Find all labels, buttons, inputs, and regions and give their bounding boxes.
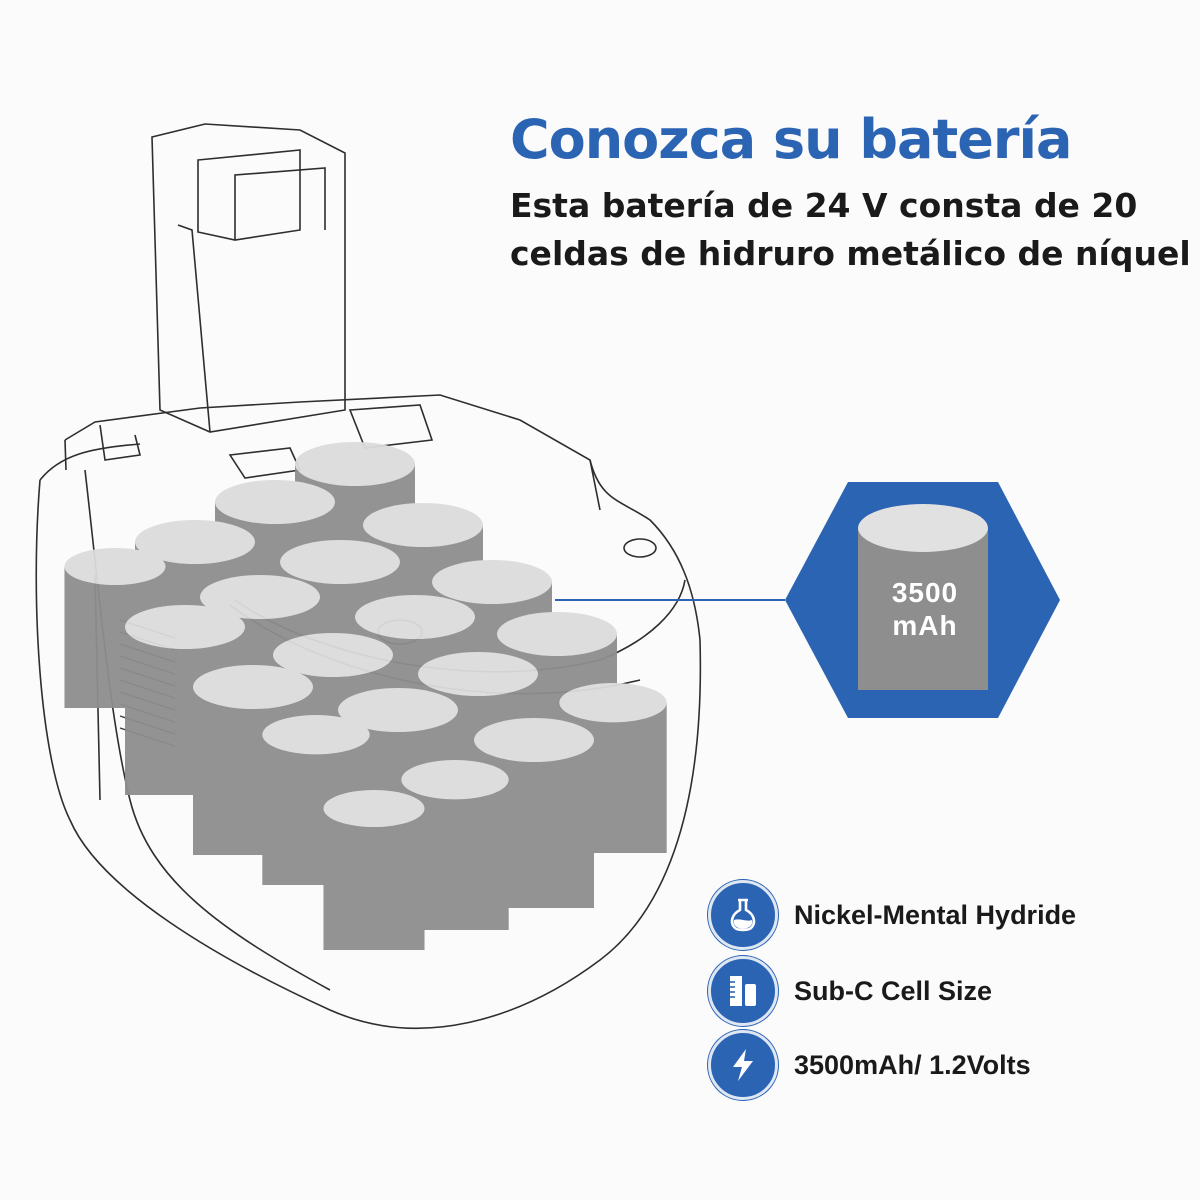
cell-capacity-number: 3500 bbox=[891, 577, 959, 608]
feature-capacity-voltage: 3500mAh/ 1.2Volts bbox=[708, 1030, 1178, 1100]
cell-capacity-label: 3500 mAh bbox=[855, 576, 995, 642]
cell-size-icon bbox=[708, 956, 778, 1026]
cell-callout-hexagon bbox=[785, 482, 1060, 718]
lightning-bolt-icon bbox=[708, 1030, 778, 1100]
feature-label: 3500mAh/ 1.2Volts bbox=[794, 1049, 1031, 1080]
feature-cell-size: Sub-C Cell Size bbox=[708, 956, 1178, 1026]
description-line-1: Esta batería de 24 V consta de 20 bbox=[510, 186, 1138, 225]
cell bbox=[323, 790, 425, 950]
feature-chemistry: Nickel-Mental Hydride bbox=[708, 880, 1178, 950]
cell-capacity-unit: mAh bbox=[892, 610, 958, 641]
flask-icon bbox=[708, 880, 778, 950]
feature-label: Nickel-Mental Hydride bbox=[794, 899, 1077, 930]
battery-description: Esta batería de 24 V consta de 20 celdas… bbox=[510, 182, 1191, 278]
battery-cells bbox=[64, 442, 667, 950]
page-title: Conozca su batería bbox=[510, 108, 1072, 171]
feature-label: Sub-C Cell Size bbox=[794, 975, 993, 1006]
description-line-2: celdas de hidruro metálico de níquel bbox=[510, 234, 1191, 273]
